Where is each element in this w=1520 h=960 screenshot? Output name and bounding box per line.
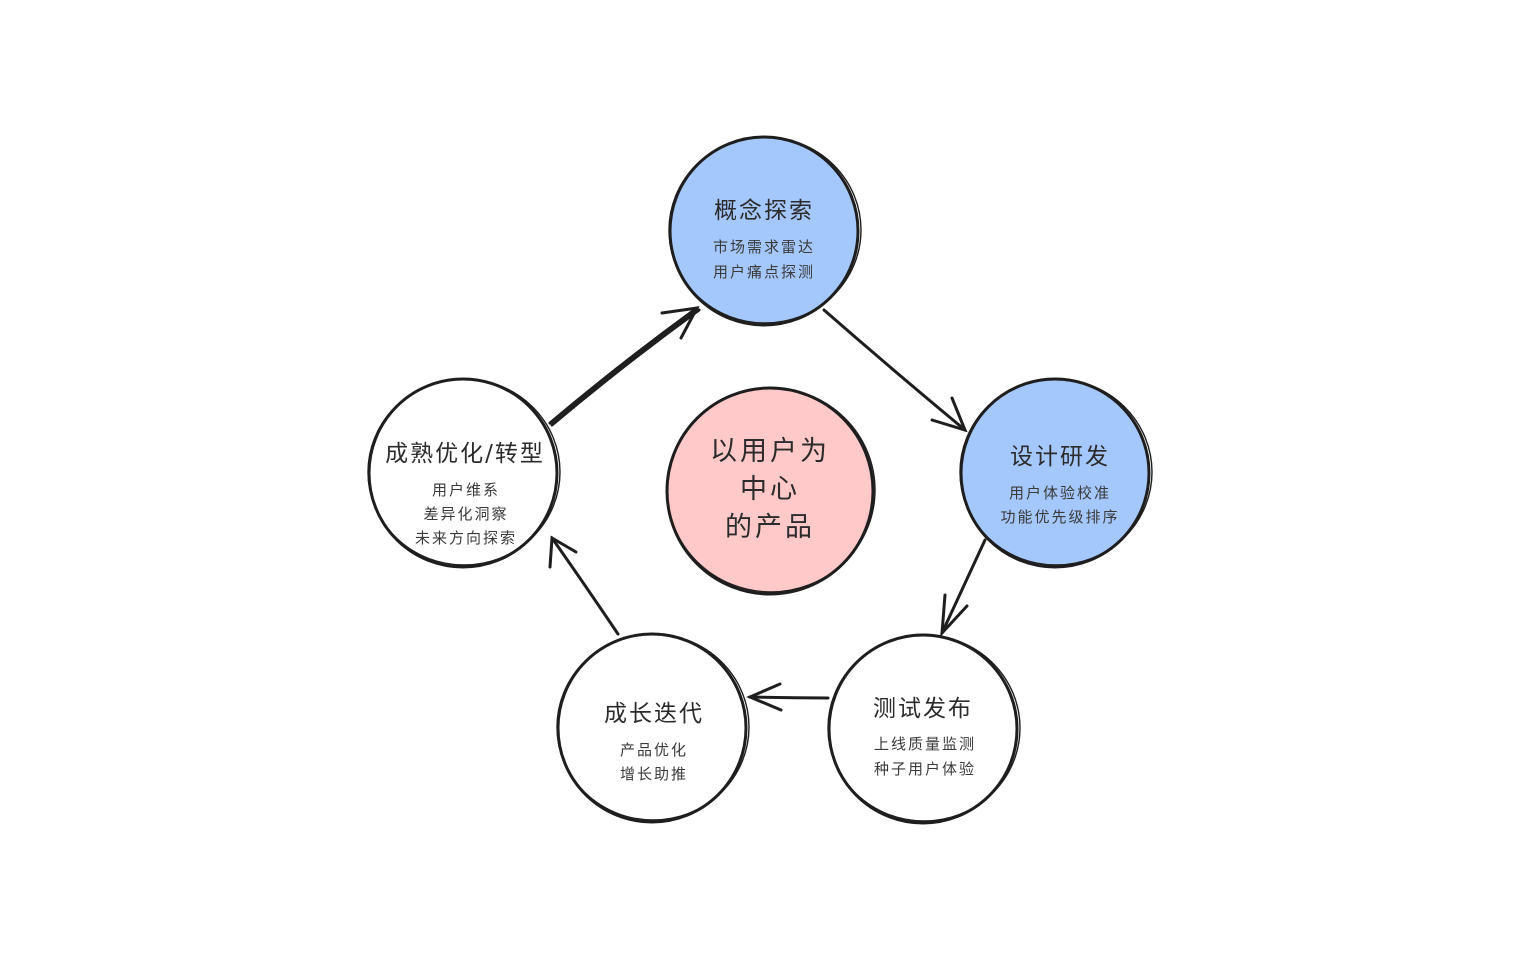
arrow-layer <box>548 306 987 712</box>
node-growth-line-1: 产品优化 <box>620 741 688 759</box>
node-mature-title: 成熟优化/转型 <box>385 441 545 467</box>
node-release: 测试发布 上线质量监测 种子用户体验 <box>827 633 1021 825</box>
node-mature-line-3: 未来方向探索 <box>415 529 517 547</box>
center-label-line-2: 中心 <box>740 474 800 505</box>
node-design-title: 设计研发 <box>1010 444 1110 470</box>
node-design-line-1: 用户体验校准 <box>1009 484 1111 502</box>
node-growth: 成长迭代 产品优化 增长助推 <box>556 632 750 824</box>
node-design-line-2: 功能优先级排序 <box>1000 508 1119 526</box>
node-release-line-2: 种子用户体验 <box>874 760 976 778</box>
node-concept: 概念探索 市场需求雷达 用户痛点探测 <box>668 135 862 327</box>
node-mature: 成熟优化/转型 用户维系 差异化洞察 未来方向探索 <box>367 377 561 569</box>
center-node: 以用户为 中心 的产品 <box>665 386 876 596</box>
arrow-growth-to-mature <box>548 535 620 636</box>
node-growth-line-2: 增长助推 <box>620 765 688 783</box>
node-design: 设计研发 用户体验校准 功能优先级排序 <box>959 377 1153 569</box>
node-release-title: 测试发布 <box>873 696 973 722</box>
node-growth-title: 成长迭代 <box>604 701 704 727</box>
arrow-mature-to-concept <box>548 306 701 427</box>
node-mature-line-1: 用户维系 <box>432 481 500 499</box>
node-concept-line-1: 市场需求雷达 <box>713 238 815 256</box>
arrow-release-to-growth <box>746 682 830 712</box>
center-label-line-3: 的产品 <box>725 512 815 543</box>
center-label-line-1: 以用户为 <box>710 436 830 467</box>
node-concept-line-2: 用户痛点探测 <box>713 263 815 281</box>
node-concept-title: 概念探索 <box>714 198 814 224</box>
node-release-line-1: 上线质量监测 <box>874 735 976 753</box>
node-mature-line-2: 差异化洞察 <box>423 505 508 523</box>
arrow-design-to-release <box>940 538 987 638</box>
arrow-concept-to-design <box>822 308 968 433</box>
